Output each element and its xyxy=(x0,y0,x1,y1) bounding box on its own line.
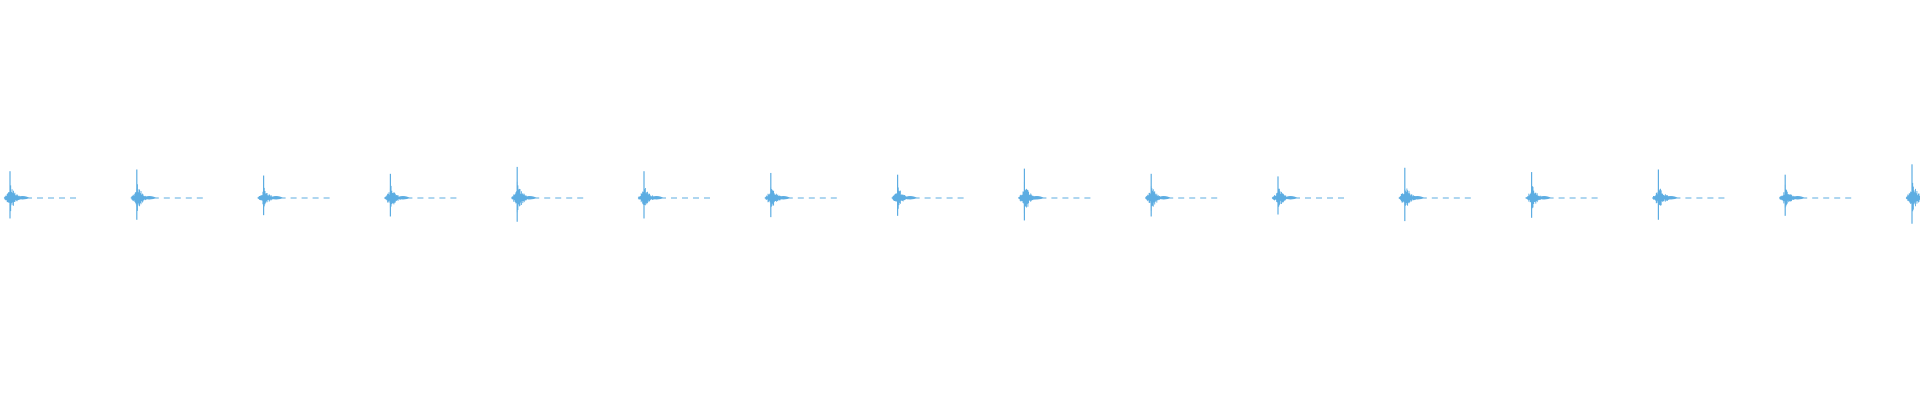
waveform-tail xyxy=(1791,196,1806,200)
waveform-pulse xyxy=(1145,173,1218,217)
waveform-pulse xyxy=(384,173,457,217)
waveform-tail xyxy=(1030,196,1045,200)
waveform-tail xyxy=(396,196,411,200)
waveform-burst xyxy=(1905,180,1920,215)
waveform-pulse xyxy=(1525,172,1598,218)
waveform-tail xyxy=(1157,196,1172,200)
waveform-tail xyxy=(903,196,918,200)
waveform-pulse xyxy=(1779,174,1852,216)
waveform-pulse xyxy=(637,171,710,219)
waveform-pulse xyxy=(891,174,964,216)
waveform-pulse xyxy=(1398,167,1471,222)
waveform-pulse xyxy=(1018,168,1091,221)
waveform-tail xyxy=(776,196,791,200)
waveform-pulse xyxy=(1652,169,1725,220)
waveform-pulse xyxy=(764,172,837,218)
waveform-pulse xyxy=(130,169,203,220)
waveform-pulse xyxy=(257,175,330,216)
waveform-tail xyxy=(1664,196,1679,200)
waveform-pulse xyxy=(3,171,76,219)
waveform-tail xyxy=(1284,196,1298,200)
waveform-pulse xyxy=(1271,176,1344,215)
waveform-tail xyxy=(523,196,538,200)
waveform-pulse xyxy=(511,166,584,222)
waveform-tail xyxy=(650,196,664,200)
waveform-tail xyxy=(16,196,30,200)
waveform-tail xyxy=(269,196,284,200)
waveform-tail xyxy=(142,196,157,200)
waveform-tail xyxy=(1537,196,1552,200)
waveform-tail xyxy=(1410,196,1425,200)
waveform-pulse xyxy=(1905,164,1920,224)
